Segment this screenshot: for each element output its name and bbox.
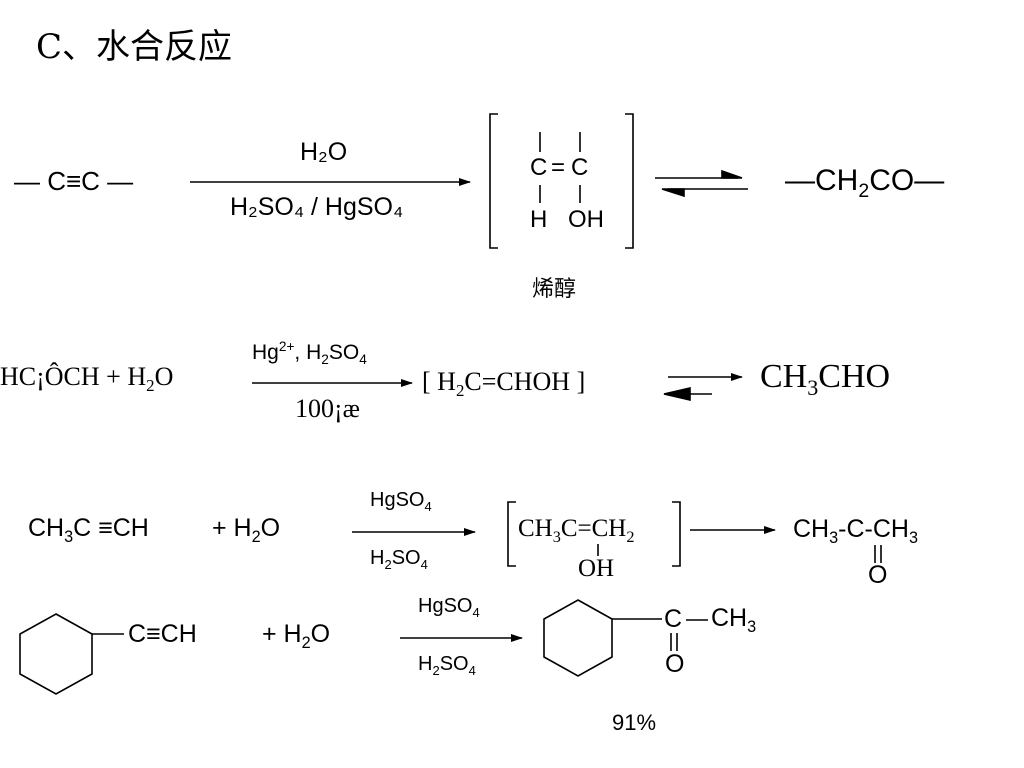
slide-title: C、水合反应	[36, 27, 233, 67]
enol-carbon-2: C	[571, 154, 589, 181]
enol-carbon-1: C	[530, 154, 548, 181]
scheme4-product-oxygen: O	[665, 650, 685, 678]
enol-double-bond: =	[551, 154, 566, 181]
scheme2-intermediate: [ H2C=CHOH ]	[422, 367, 586, 401]
scheme3-reagent-top: HgSO4	[370, 489, 432, 514]
scheme4-reagent-bottom: H2SO4	[418, 653, 476, 678]
scheme3-intermediate-hydroxyl: OH	[578, 555, 615, 582]
scheme4-water: + H2O	[262, 620, 331, 652]
scheme3-product-oxygen: O	[868, 561, 888, 589]
enol-label: 烯醇	[532, 276, 577, 301]
scheme1-reagent-top: H₂O	[300, 138, 348, 166]
scheme2-reactant: HC¡ÔCH + H2O	[0, 362, 174, 396]
scheme4-product-carbon: C	[664, 605, 683, 633]
scheme1-reactant: — C≡C —	[14, 166, 134, 196]
scheme4-reagent-top: HgSO4	[418, 595, 480, 620]
scheme1-left-bracket	[489, 113, 498, 249]
scheme3-product: CH3-C-CH3	[793, 515, 919, 547]
scheme3-intermediate: CH3C=CH2	[518, 515, 635, 546]
scheme2-reagent-top: Hg2+, H2SO4	[252, 339, 367, 368]
enol-hydroxyl: OH	[568, 206, 604, 233]
scheme4-reactant-ring	[19, 613, 93, 695]
enol-hydrogen: H	[530, 206, 548, 233]
scheme4-product-ring	[543, 599, 613, 677]
scheme4-yield: 91%	[612, 710, 657, 735]
scheme2-reagent-bottom: 100¡æ	[295, 394, 360, 423]
scheme1-product: —CH2CO—	[785, 164, 945, 202]
scheme4-reactant-tail: C≡CH	[128, 620, 197, 648]
scheme1-right-bracket	[625, 113, 634, 249]
scheme3-reactant: CH3C ≡CH	[28, 514, 149, 546]
scheme1-reagent-bottom: H₂SO₄ / HgSO₄	[230, 193, 404, 221]
scheme3-water: + H2O	[212, 514, 281, 546]
scheme3-reagent-bottom: H2SO4	[370, 547, 428, 572]
scheme2-product: CH3CHO	[760, 358, 891, 400]
scheme4-product-methyl: CH3	[711, 604, 757, 636]
